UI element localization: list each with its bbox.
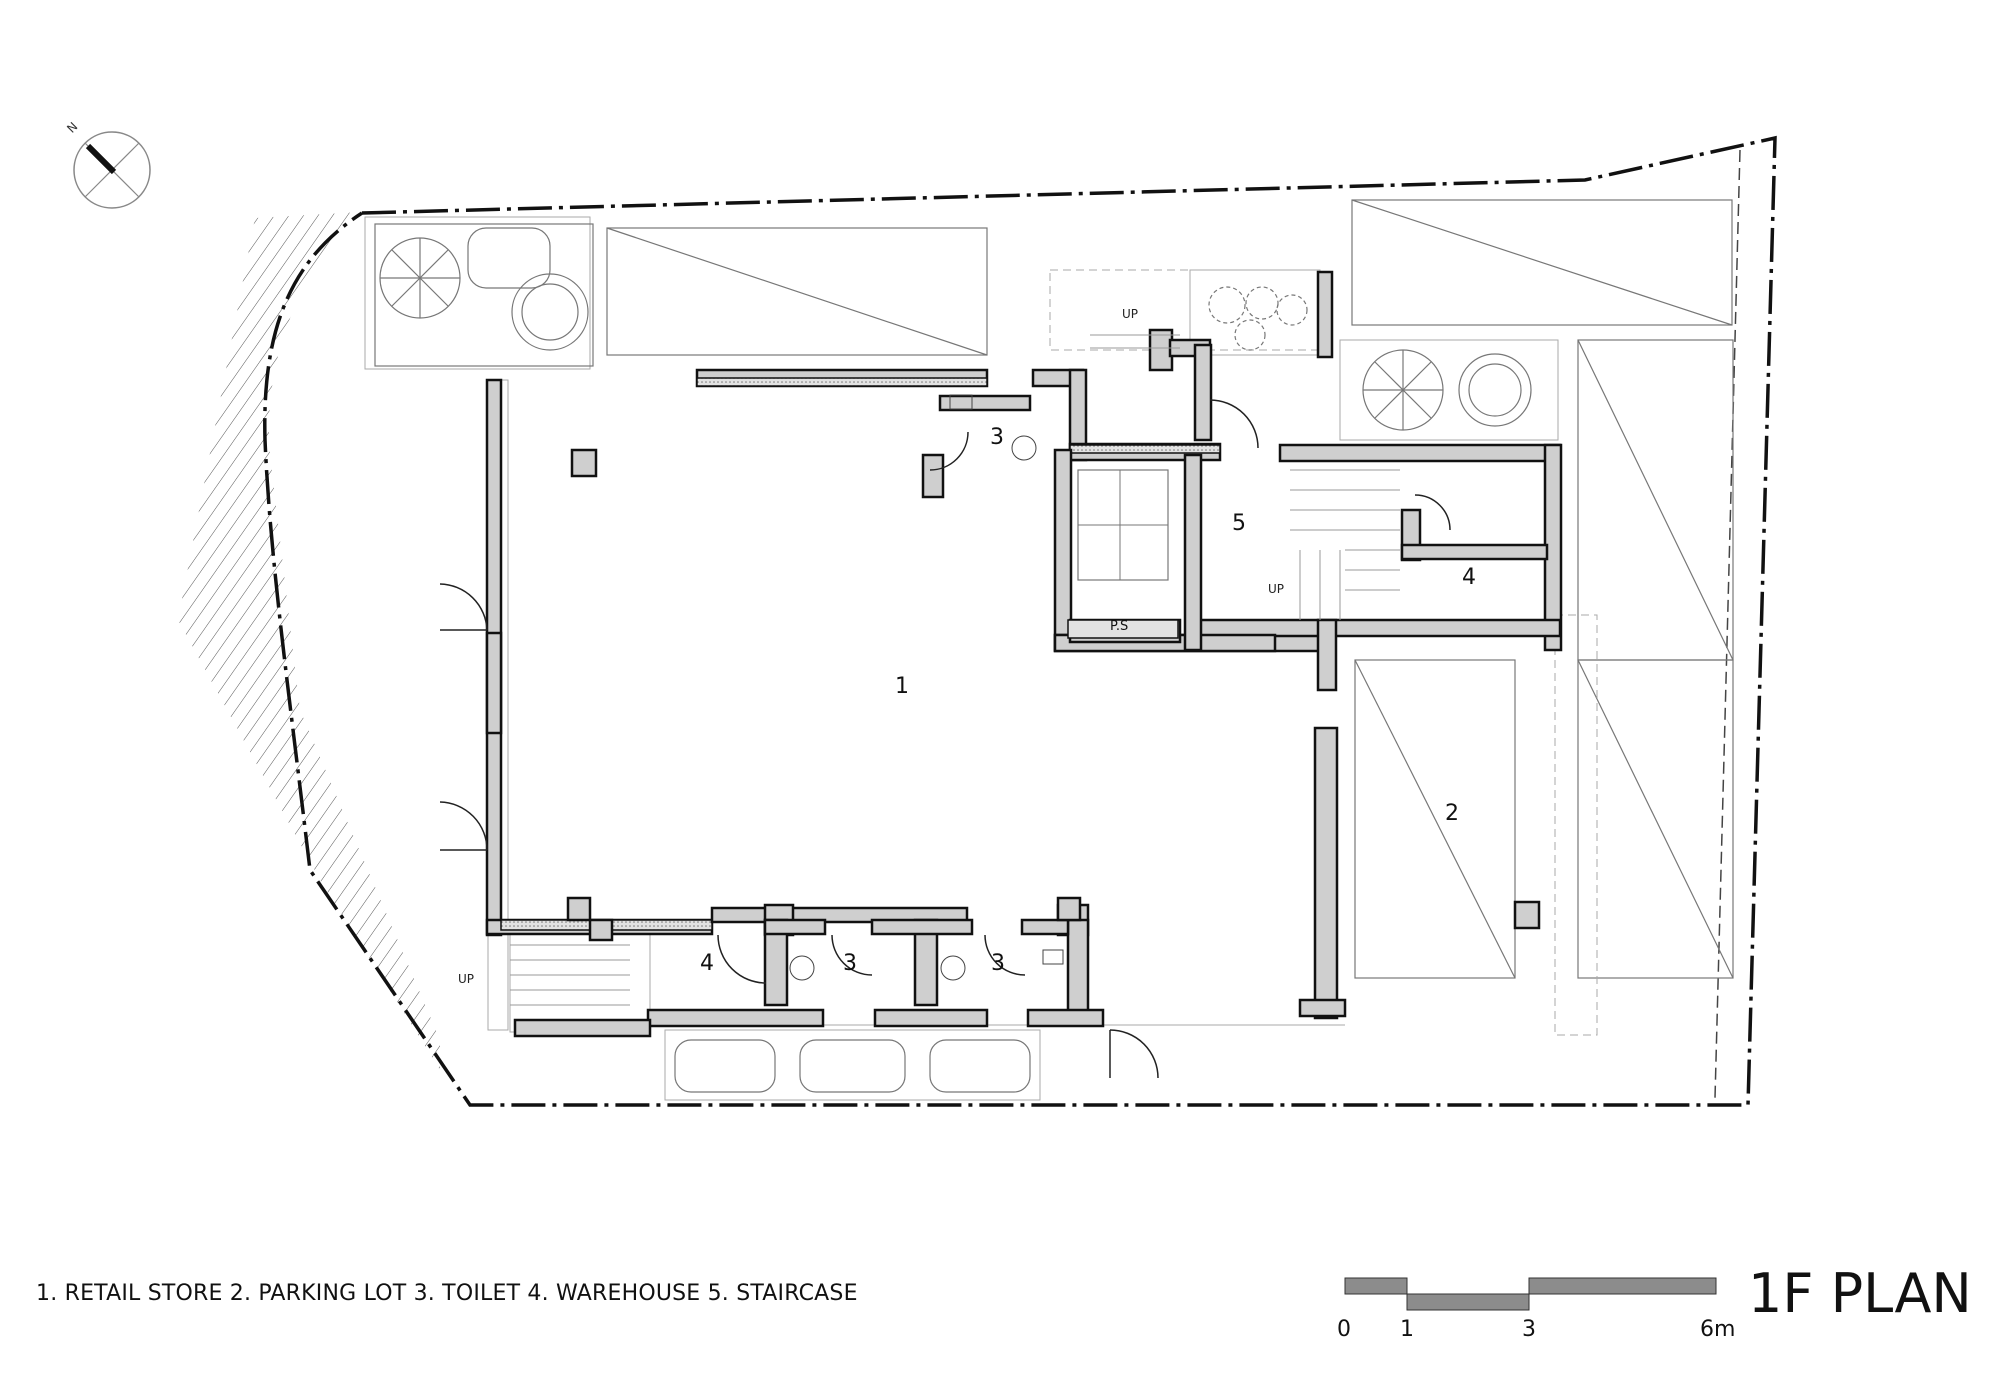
north-label: N [64, 120, 80, 136]
walls [485, 270, 1563, 1038]
tree-icons [379, 227, 1532, 1093]
site-boundary [263, 135, 1777, 1107]
scale-bar: 0 1 3 6m [1337, 1277, 1735, 1342]
toilet-icon [1011, 435, 1037, 461]
room-label-warehouse-north: 4 [1462, 565, 1476, 590]
room-label-warehouse-south: 4 [700, 951, 714, 976]
room-label-toilet-south-1: 3 [843, 951, 857, 976]
fixtures [789, 394, 1179, 981]
slope-hatch [178, 212, 440, 1070]
room-label-staircase: 5 [1232, 511, 1246, 536]
site-lines [364, 199, 1734, 1101]
room-label-parking-lot: 2 [1445, 801, 1459, 826]
scale-tick-6m: 6m [1700, 1317, 1735, 1342]
room-label-retail-store: 1 [895, 674, 909, 699]
up-label-south: UP [458, 972, 474, 986]
toilet-icon [940, 955, 966, 981]
north-arrow-icon: N [64, 120, 151, 209]
scale-tick-1: 1 [1400, 1317, 1414, 1342]
plan-title: 1F PLAN [1748, 1262, 1972, 1325]
up-label-north: UP [1122, 307, 1138, 321]
room-label-toilet-south-2: 3 [991, 951, 1005, 976]
toilet-icon [789, 955, 815, 981]
ps-label: P.S [1110, 619, 1128, 634]
door-icons [439, 399, 1451, 1079]
up-label-stair: UP [1268, 582, 1284, 596]
scale-tick-0: 0 [1337, 1317, 1351, 1342]
room-label-toilet-north: 3 [990, 425, 1004, 450]
room-legend: 1. RETAIL STORE 2. PARKING LOT 3. TOILET… [36, 1281, 858, 1306]
scale-tick-3: 3 [1522, 1317, 1536, 1342]
stair-icons [510, 334, 1400, 1006]
boundary-inner-dash [1714, 149, 1741, 1099]
